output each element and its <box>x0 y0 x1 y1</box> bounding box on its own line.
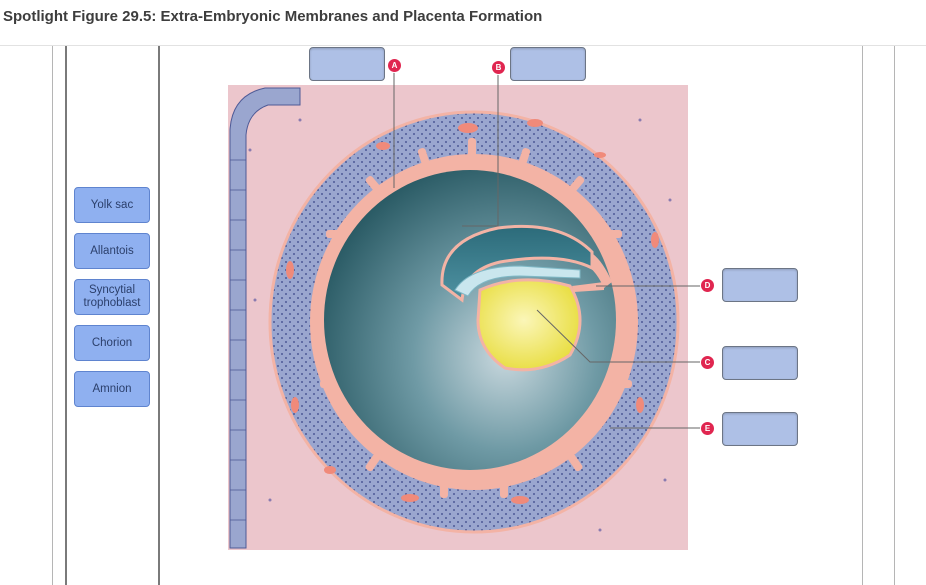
page-title: Spotlight Figure 29.5: Extra-Embryonic M… <box>3 8 543 25</box>
drop-target-c[interactable] <box>722 346 798 380</box>
label-chip-yolk-sac[interactable]: Yolk sac <box>74 187 150 223</box>
panel-divider <box>65 46 67 585</box>
yolk-sac <box>476 278 582 372</box>
leader-lines <box>393 71 707 429</box>
chorionic-villi <box>312 138 636 498</box>
embryonic-disc <box>454 265 581 297</box>
label-chip-amnion[interactable]: Amnion <box>74 371 150 407</box>
panel-divider <box>52 46 53 585</box>
panel-divider <box>894 46 895 585</box>
panel-divider <box>862 46 863 585</box>
title-divider <box>0 45 926 46</box>
marker-d: D <box>700 278 715 293</box>
epithelium-cells <box>230 159 246 521</box>
label-chip-allantois[interactable]: Allantois <box>74 233 150 269</box>
marker-e: E <box>700 421 715 436</box>
tissue-speckles <box>248 118 672 532</box>
marker-a: A <box>387 58 402 73</box>
drop-target-b[interactable] <box>510 47 586 81</box>
drop-target-a[interactable] <box>309 47 385 81</box>
uterine-epithelium <box>229 87 301 549</box>
marker-c: C <box>700 355 715 370</box>
panel-divider <box>158 46 160 585</box>
allantois <box>572 282 604 292</box>
amnion <box>440 224 594 303</box>
marker-b: B <box>491 60 506 75</box>
maternal-blood-lacunae <box>286 119 659 504</box>
label-chip-chorion[interactable]: Chorion <box>74 325 150 361</box>
drop-target-d[interactable] <box>722 268 798 302</box>
label-chip-syncytial-trophoblast[interactable]: Syncytial trophoblast <box>74 279 150 315</box>
drop-target-e[interactable] <box>722 412 798 446</box>
